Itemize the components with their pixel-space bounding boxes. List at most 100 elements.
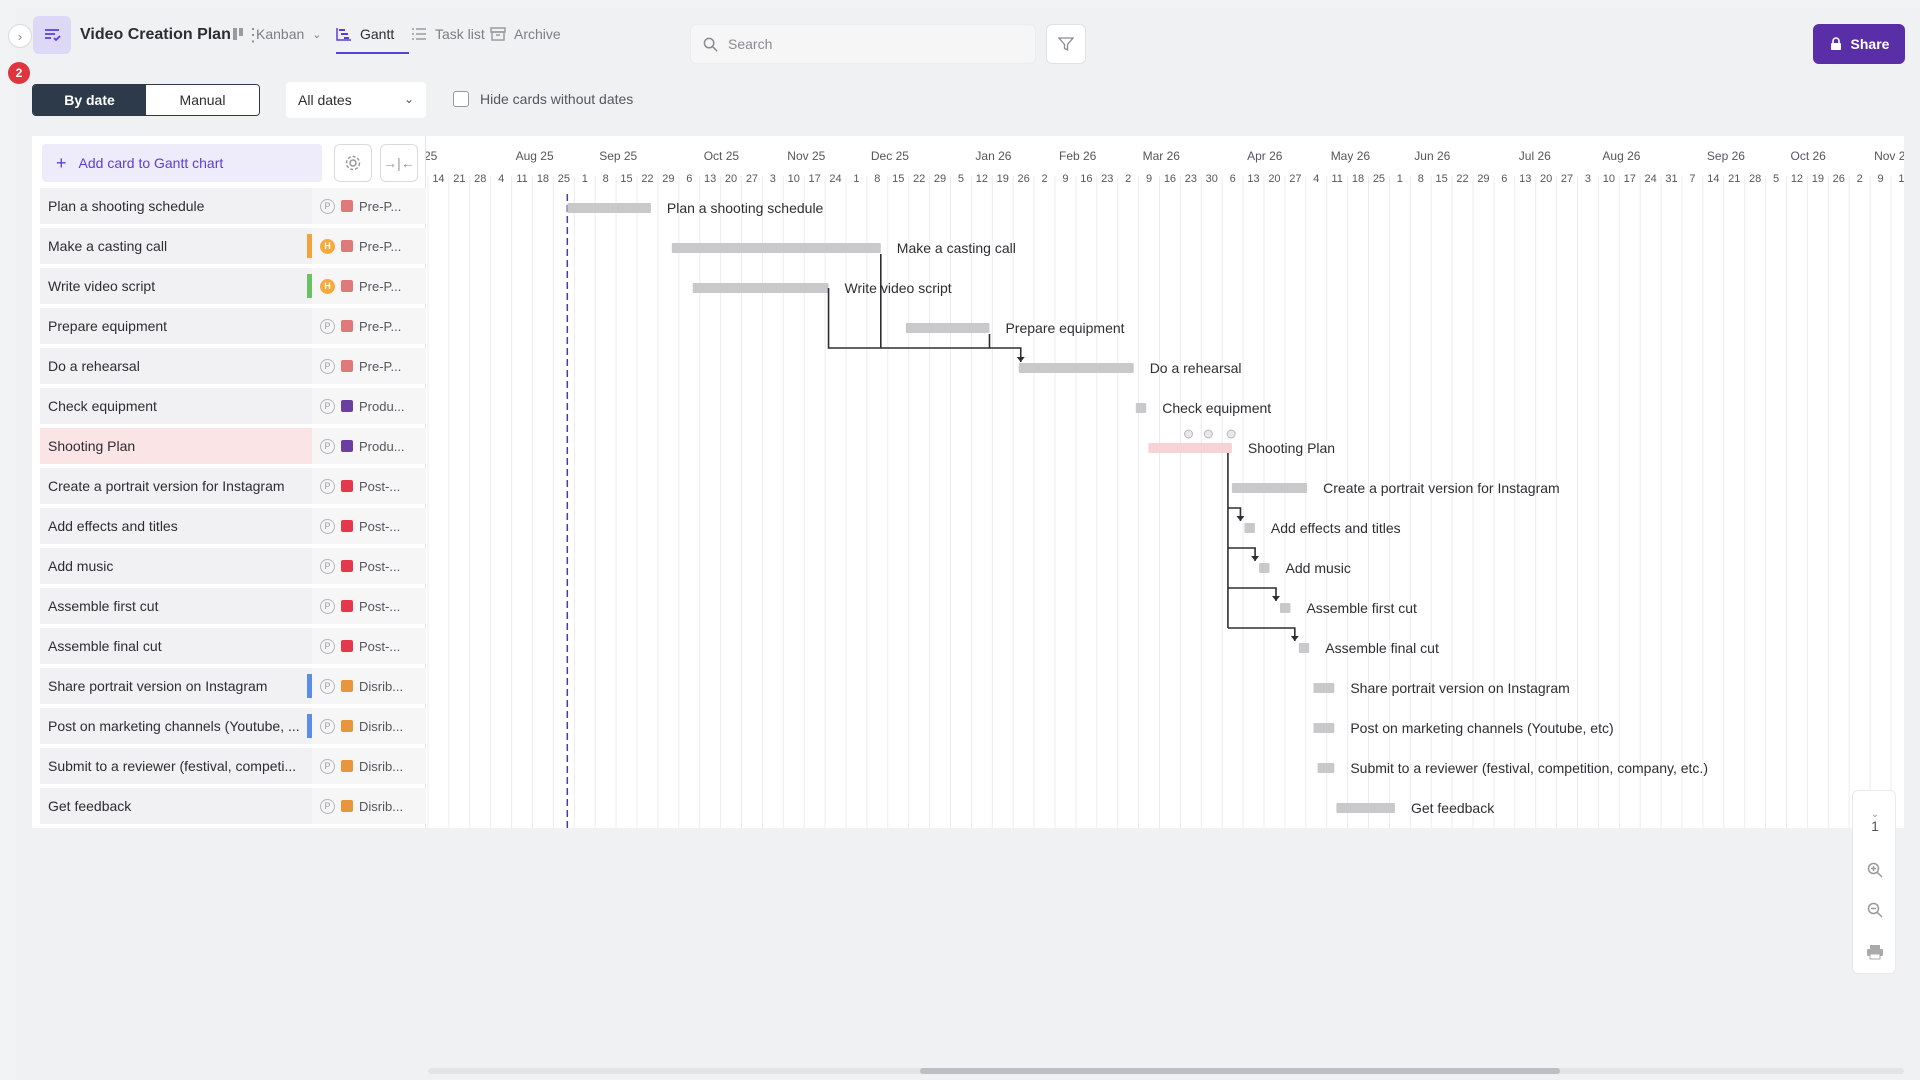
priority-badge: P bbox=[320, 798, 335, 814]
gantt-bar bbox=[1018, 363, 1134, 373]
search-placeholder: Search bbox=[728, 36, 773, 52]
mode-manual-button[interactable]: Manual bbox=[146, 85, 259, 115]
gantt-bar-label: Share portrait version on Instagram bbox=[1350, 680, 1569, 696]
horizontal-scrollbar[interactable] bbox=[428, 1068, 1904, 1074]
day-tick-label: 17 bbox=[809, 173, 821, 185]
zoom-out-button[interactable] bbox=[1853, 895, 1897, 925]
board-title[interactable]: Video Creation Plan bbox=[80, 26, 231, 43]
task-meta: P Disrib... bbox=[312, 788, 426, 824]
day-tick-label: 14 bbox=[432, 173, 444, 185]
gantt-bar bbox=[1313, 723, 1335, 733]
month-tick-label: Oct 26 bbox=[1791, 149, 1827, 163]
print-icon bbox=[1867, 945, 1883, 960]
collapse-panel-button[interactable]: →|← bbox=[380, 144, 418, 182]
search-input[interactable]: Search bbox=[690, 24, 1036, 64]
date-range-select[interactable]: All dates ⌄ bbox=[286, 82, 426, 118]
sidebar-expand-button[interactable]: › bbox=[8, 24, 32, 48]
task-name[interactable]: Get feedback bbox=[40, 788, 312, 824]
day-tick-label: 20 bbox=[1268, 173, 1280, 185]
task-name[interactable]: Write video script bbox=[40, 268, 312, 304]
task-name[interactable]: Assemble final cut bbox=[40, 628, 312, 664]
task-name[interactable]: Shooting Plan bbox=[40, 428, 312, 464]
day-tick-label: 3 bbox=[770, 173, 776, 185]
add-card-button[interactable]: + Add card to Gantt chart bbox=[42, 144, 322, 182]
gantt-bar-label: Plan a shooting schedule bbox=[667, 200, 824, 216]
dependency-arrow bbox=[1251, 556, 1260, 561]
priority-badge: P bbox=[320, 718, 335, 734]
task-name[interactable]: Post on marketing channels (Youtube, ... bbox=[40, 708, 312, 744]
month-tick-label: Sep 25 bbox=[599, 149, 637, 163]
task-name[interactable]: Add effects and titles bbox=[40, 508, 312, 544]
tab-archive[interactable]: Archive bbox=[490, 26, 561, 42]
tab-kanban[interactable]: Kanban ⌄ bbox=[232, 26, 322, 42]
day-tick-label: 20 bbox=[1540, 173, 1552, 185]
task-name[interactable]: Assemble first cut bbox=[40, 588, 312, 624]
chevron-down-icon: ⌄ bbox=[312, 28, 322, 41]
task-name[interactable]: Check equipment bbox=[40, 388, 312, 424]
day-tick-label: 6 bbox=[1501, 173, 1507, 185]
tab-gantt[interactable]: Gantt bbox=[336, 26, 394, 42]
category-label: Disrib... bbox=[359, 798, 404, 814]
tab-task-list[interactable]: Task list bbox=[411, 26, 485, 42]
task-row[interactable]: Get feedback P Disrib... bbox=[40, 788, 426, 824]
task-name[interactable]: Create a portrait version for Instagram bbox=[40, 468, 312, 504]
task-name[interactable]: Submit to a reviewer (festival, competi.… bbox=[40, 748, 312, 784]
task-row[interactable]: Post on marketing channels (Youtube, ...… bbox=[40, 708, 426, 744]
color-label-marker bbox=[307, 674, 312, 698]
day-tick-label: 8 bbox=[1418, 173, 1424, 185]
hide-undated-checkbox[interactable] bbox=[453, 91, 469, 107]
share-button[interactable]: Share bbox=[1813, 24, 1905, 64]
day-tick-label: 25 bbox=[1373, 173, 1385, 185]
notification-badge[interactable]: 2 bbox=[8, 62, 30, 84]
month-tick-label: Nov 26 bbox=[1874, 149, 1904, 163]
task-row[interactable]: Submit to a reviewer (festival, competi.… bbox=[40, 748, 426, 784]
category-label: Disrib... bbox=[359, 758, 404, 774]
category-icon bbox=[341, 440, 353, 452]
filter-button[interactable] bbox=[1046, 24, 1086, 64]
day-tick-label: 24 bbox=[829, 173, 841, 185]
day-tick-label: 16 bbox=[1164, 173, 1176, 185]
zoom-in-button[interactable] bbox=[1853, 855, 1897, 885]
category-label: Disrib... bbox=[359, 718, 404, 734]
task-name[interactable]: Share portrait version on Instagram bbox=[40, 668, 312, 704]
task-name[interactable]: Plan a shooting schedule bbox=[40, 188, 312, 224]
priority-badge: P bbox=[320, 198, 335, 214]
day-tick-label: 3 bbox=[1585, 173, 1591, 185]
board-menu-icon[interactable]: ⋮ bbox=[244, 25, 262, 45]
print-button[interactable] bbox=[1853, 937, 1897, 967]
chevron-down-icon: ⌄ bbox=[403, 92, 414, 106]
horizontal-scrollbar-thumb[interactable] bbox=[920, 1068, 1560, 1074]
task-name[interactable]: Add music bbox=[40, 548, 312, 584]
archive-icon bbox=[490, 27, 506, 41]
mode-by-date-button[interactable]: By date bbox=[33, 85, 146, 115]
task-name[interactable]: Do a rehearsal bbox=[40, 348, 312, 384]
day-tick-label: 26 bbox=[1833, 173, 1845, 185]
dependency-connector bbox=[1227, 587, 1277, 601]
task-name[interactable]: Prepare equipment bbox=[40, 308, 312, 344]
month-tick-label: 25 bbox=[426, 149, 438, 163]
gantt-settings-button[interactable] bbox=[334, 144, 372, 182]
zoom-out-icon bbox=[1867, 902, 1883, 918]
task-name[interactable]: Make a casting call bbox=[40, 228, 312, 264]
board-icon[interactable] bbox=[33, 16, 71, 54]
day-tick-label: 22 bbox=[641, 173, 653, 185]
hide-undated-label: Hide cards without dates bbox=[480, 91, 634, 107]
day-tick-label: 15 bbox=[892, 173, 904, 185]
